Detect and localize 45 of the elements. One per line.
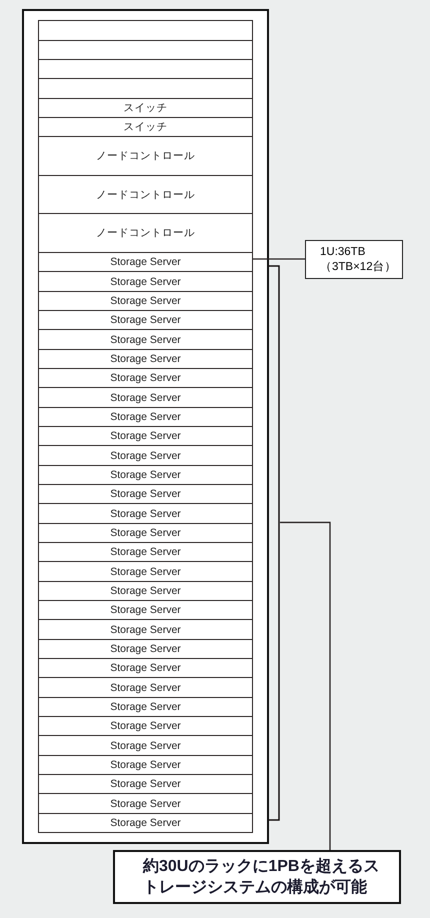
rack-unit: Storage Server (38, 658, 253, 678)
leader-line (280, 522, 331, 850)
rack-unit: Storage Server (38, 503, 253, 524)
rack-unit: Storage Server (38, 639, 253, 659)
rack-unit: スイッチ (38, 98, 253, 118)
rack-unit (38, 78, 253, 99)
rack-unit: Storage Server (38, 735, 253, 756)
rack-unit: Storage Server (38, 813, 253, 833)
callout-box: 1U:36TB （3TB×12台） (305, 240, 403, 279)
rack-unit: Storage Server (38, 329, 253, 350)
callout-box: 約30Uのラックに1PBを超えるストレージシステムの構成が可能 (113, 850, 401, 904)
rack-unit: Storage Server (38, 349, 253, 369)
rack-unit: Storage Server (38, 561, 253, 582)
rack-unit: Storage Server (38, 271, 253, 292)
rack-unit: ノードコントロール (38, 213, 253, 253)
rack-unit: Storage Server (38, 426, 253, 446)
rack-unit: Storage Server (38, 368, 253, 388)
rack-unit: Storage Server (38, 774, 253, 794)
rack-unit: Storage Server (38, 407, 253, 427)
rack-unit: Storage Server (38, 484, 253, 504)
rack-unit: Storage Server (38, 291, 253, 311)
rack-unit (38, 40, 253, 60)
rack-unit: Storage Server (38, 581, 253, 601)
rack-unit: Storage Server (38, 387, 253, 408)
rack-unit: Storage Server (38, 252, 253, 272)
rack-unit: Storage Server (38, 793, 253, 814)
rack-unit (38, 59, 253, 79)
rack-unit: Storage Server (38, 542, 253, 562)
rack-unit: Storage Server (38, 310, 253, 330)
rack-unit: Storage Server (38, 465, 253, 485)
rack-unit: Storage Server (38, 697, 253, 717)
rack-unit: Storage Server (38, 600, 253, 620)
rack-unit: ノードコントロール (38, 136, 253, 176)
rack-frame (22, 9, 269, 844)
rack-unit: Storage Server (38, 523, 253, 543)
rack-unit: Storage Server (38, 716, 253, 736)
rack-unit: ノードコントロール (38, 175, 253, 214)
rack-unit: Storage Server (38, 619, 253, 640)
rack-unit: Storage Server (38, 677, 253, 698)
rack-unit: Storage Server (38, 755, 253, 775)
rack-unit (38, 20, 253, 41)
rack-unit: スイッチ (38, 117, 253, 137)
bracket (268, 265, 280, 821)
leader-line (253, 258, 305, 260)
rack-unit: Storage Server (38, 445, 253, 466)
